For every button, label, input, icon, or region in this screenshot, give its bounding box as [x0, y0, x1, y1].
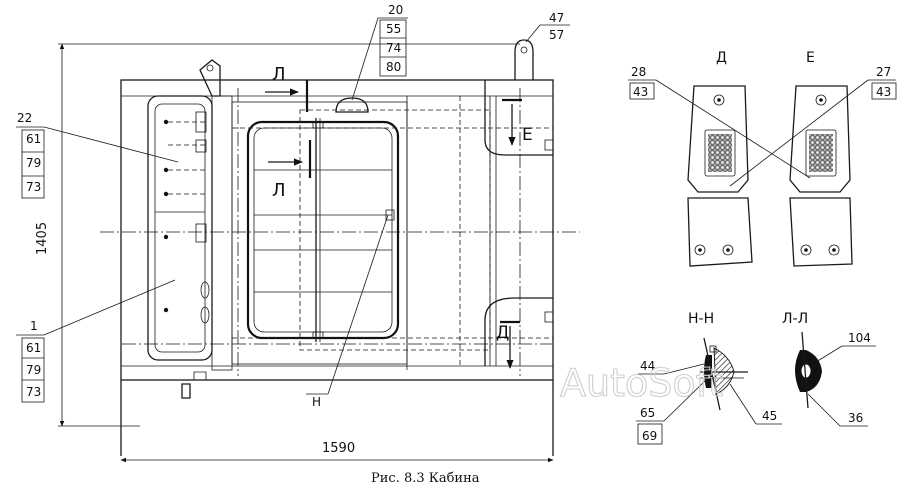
autosoft-watermark: AutoSoft [560, 361, 723, 405]
callout-n: Н [306, 214, 389, 409]
left-door-fittings [163, 111, 210, 324]
section-ll-title: Л-Л [782, 311, 808, 327]
view-e-title: Е [806, 50, 815, 66]
section-mark-e: Е [522, 125, 533, 145]
view-e: Е [789, 50, 853, 267]
callout-44: 44 [638, 359, 705, 375]
section-cut-arrows: Л Л Е Д [265, 64, 533, 369]
callout-28: 28 43 [628, 65, 811, 179]
callout-65: 65 69 [636, 379, 707, 445]
section-mark-n: Н [312, 395, 321, 409]
section-mark-l-top: Л [272, 64, 286, 85]
callout-47: 47 57 [525, 11, 570, 43]
view-d-title: Д [716, 50, 727, 66]
callout-27-item: 27 [876, 65, 891, 79]
section-nn: Н-Н [688, 311, 748, 411]
callout-20-sub-1: 55 [386, 22, 401, 36]
callout-65-item: 65 [640, 406, 655, 420]
callout-20-item: 20 [388, 3, 403, 17]
callout-20-sub-3: 80 [386, 60, 401, 74]
callout-20: 20 55 74 80 [351, 3, 408, 101]
callout-36: 36 [807, 393, 868, 427]
dimension-height-label: 1405 [35, 222, 50, 255]
callout-44-item: 44 [640, 359, 655, 373]
callout-47-sub-1: 57 [549, 28, 564, 42]
callout-22-item: 22 [17, 111, 32, 125]
section-ll: Л-Л [782, 311, 822, 409]
dimension-height: 1405 [35, 43, 520, 427]
callout-28-item: 28 [631, 65, 646, 79]
callout-65-sub-1: 69 [642, 429, 657, 443]
callout-22-sub-1: 61 [26, 132, 41, 146]
section-nn-title: Н-Н [688, 311, 714, 327]
callout-27-sub-1: 43 [876, 85, 891, 99]
callout-1: 1 61 79 73 [16, 279, 176, 403]
callout-36-item: 36 [848, 411, 863, 425]
callout-45: 45 [729, 383, 782, 425]
callout-47-item: 47 [549, 11, 564, 25]
callout-45-item: 45 [762, 409, 777, 423]
callout-1-sub-1: 61 [26, 341, 41, 355]
callout-27: 27 43 [729, 65, 897, 187]
callout-20-sub-2: 74 [386, 41, 401, 55]
callout-104-item: 104 [848, 331, 871, 345]
callout-22-sub-3: 73 [26, 180, 41, 194]
callout-104: 104 [815, 331, 876, 363]
dimension-width: 1590 [120, 441, 554, 463]
section-mark-l-mid: Л [272, 180, 286, 201]
figure-caption: Рис. 8.3 Кабина [371, 471, 480, 486]
callout-22-sub-2: 79 [26, 156, 41, 170]
callout-28-sub-1: 43 [633, 85, 648, 99]
callout-1-sub-3: 73 [26, 385, 41, 399]
callout-22: 22 61 79 73 [16, 111, 179, 199]
callout-1-sub-2: 79 [26, 363, 41, 377]
cabin-plan-view [100, 39, 580, 456]
callout-1-item: 1 [30, 319, 38, 333]
dimension-width-label: 1590 [322, 441, 355, 456]
section-mark-d: Д [496, 323, 509, 343]
view-d: Д [687, 50, 753, 267]
